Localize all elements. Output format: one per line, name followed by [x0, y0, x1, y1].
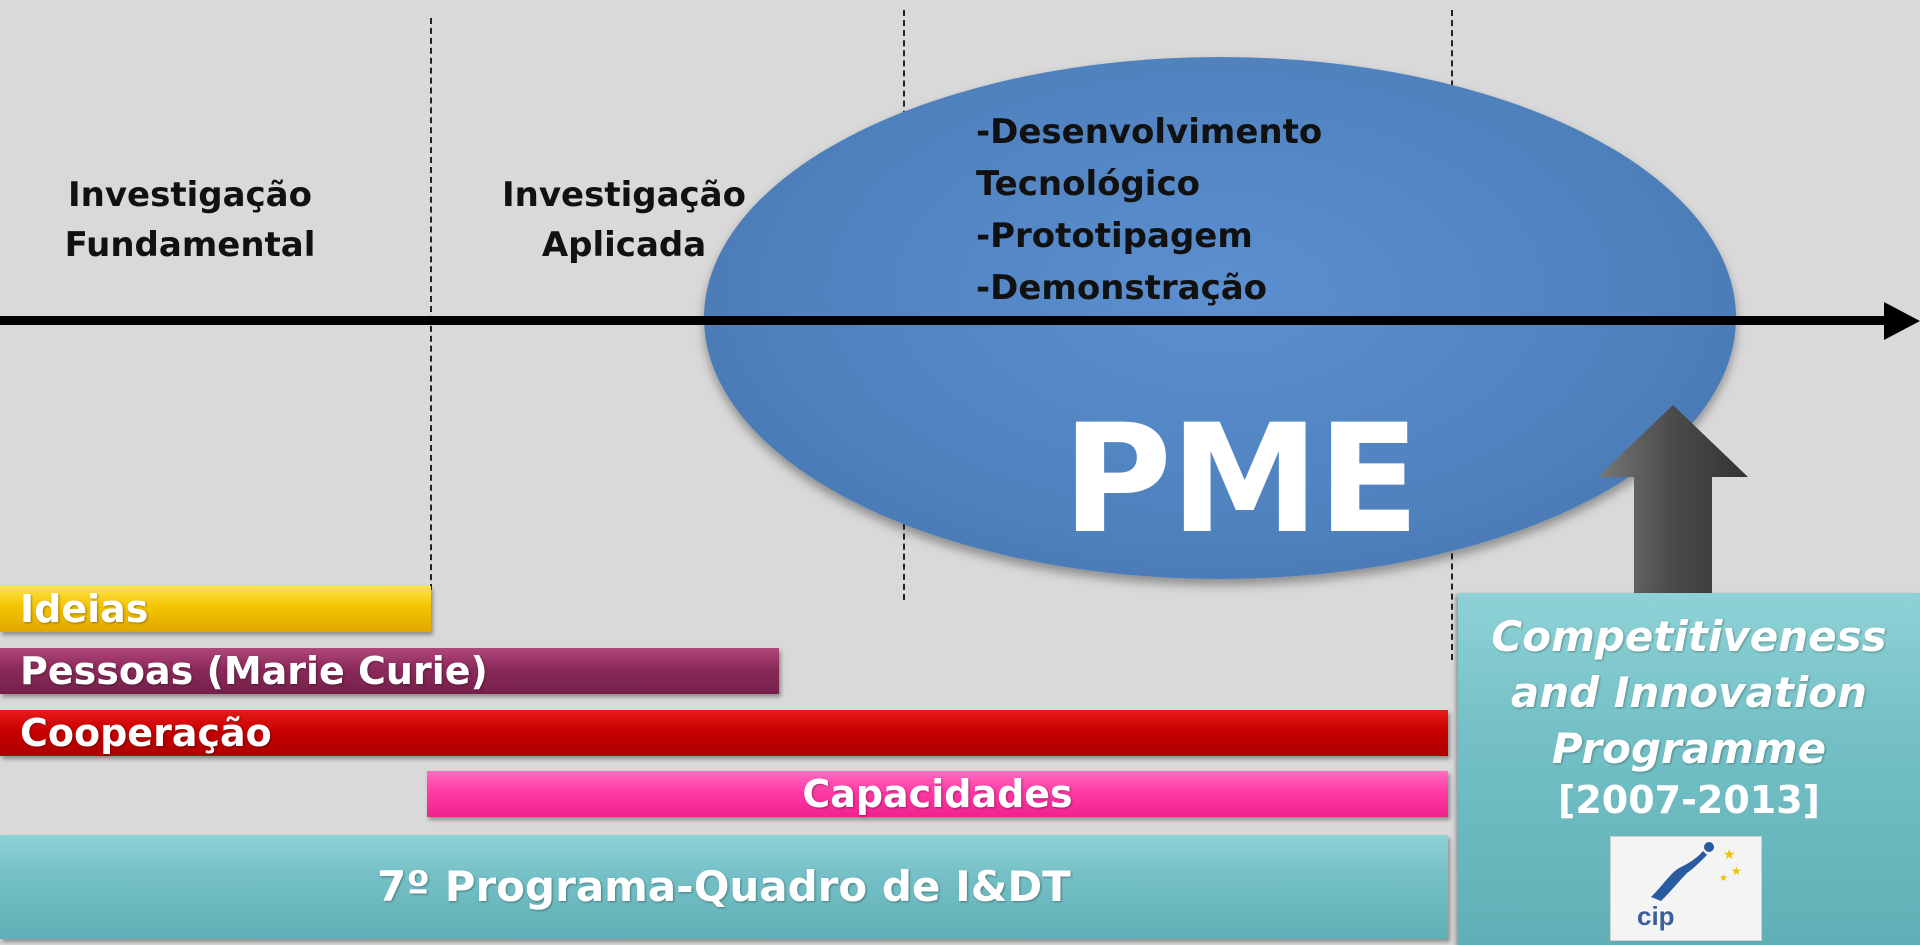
up-arrow-icon: [1598, 405, 1748, 598]
stage-divider-1: [430, 18, 432, 590]
programme-bar-ideias: Ideias: [0, 586, 431, 632]
timeline-axis: [0, 316, 1884, 325]
cip-logo: ★ ★ ★ cip: [1610, 836, 1762, 941]
svg-text:★: ★: [1719, 873, 1728, 884]
stage-label-fundamental: Investigação Fundamental: [40, 170, 340, 270]
framework-programme-bar: 7º Programa-Quadro de I&DT: [0, 835, 1448, 939]
cip-title-line1: Competitiveness: [1491, 612, 1887, 661]
development-item: Tecnológico: [976, 164, 1200, 204]
development-item: -Desenvolvimento: [976, 112, 1323, 152]
cip-years: [2007-2013]: [1557, 778, 1821, 822]
programme-bar-capacidades: Capacidades: [427, 771, 1448, 817]
cip-title-line2: and Innovation: [1510, 668, 1868, 717]
svg-text:★: ★: [1723, 847, 1736, 863]
stage-label-fundamental-line1: Investigação: [68, 175, 312, 215]
stage-label-aplicada-line2: Aplicada: [541, 225, 707, 265]
programme-bar-cooperacao: Cooperação: [0, 710, 1448, 756]
cip-logo-text: cip: [1637, 901, 1675, 931]
development-item: -Prototipagem: [976, 216, 1253, 256]
cip-title: Competitiveness and Innovation Programme: [1458, 609, 1920, 777]
programme-bar-pessoas: Pessoas (Marie Curie): [0, 648, 779, 694]
cip-title-line3: Programme: [1551, 724, 1827, 773]
pme-label: PME: [1062, 393, 1420, 567]
stage-label-aplicada: Investigação Aplicada: [474, 170, 774, 270]
stage-label-aplicada-line1: Investigação: [502, 175, 746, 215]
stage-label-fundamental-line2: Fundamental: [64, 225, 316, 265]
development-item: -Demonstração: [976, 268, 1268, 308]
svg-text:★: ★: [1731, 864, 1742, 878]
development-list: -Desenvolvimento Tecnológico -Prototipag…: [976, 106, 1322, 314]
cip-box: Competitiveness and Innovation Programme…: [1458, 593, 1920, 945]
runner-icon: ★ ★ ★: [1651, 842, 1742, 901]
timeline-arrowhead-icon: [1884, 302, 1920, 340]
